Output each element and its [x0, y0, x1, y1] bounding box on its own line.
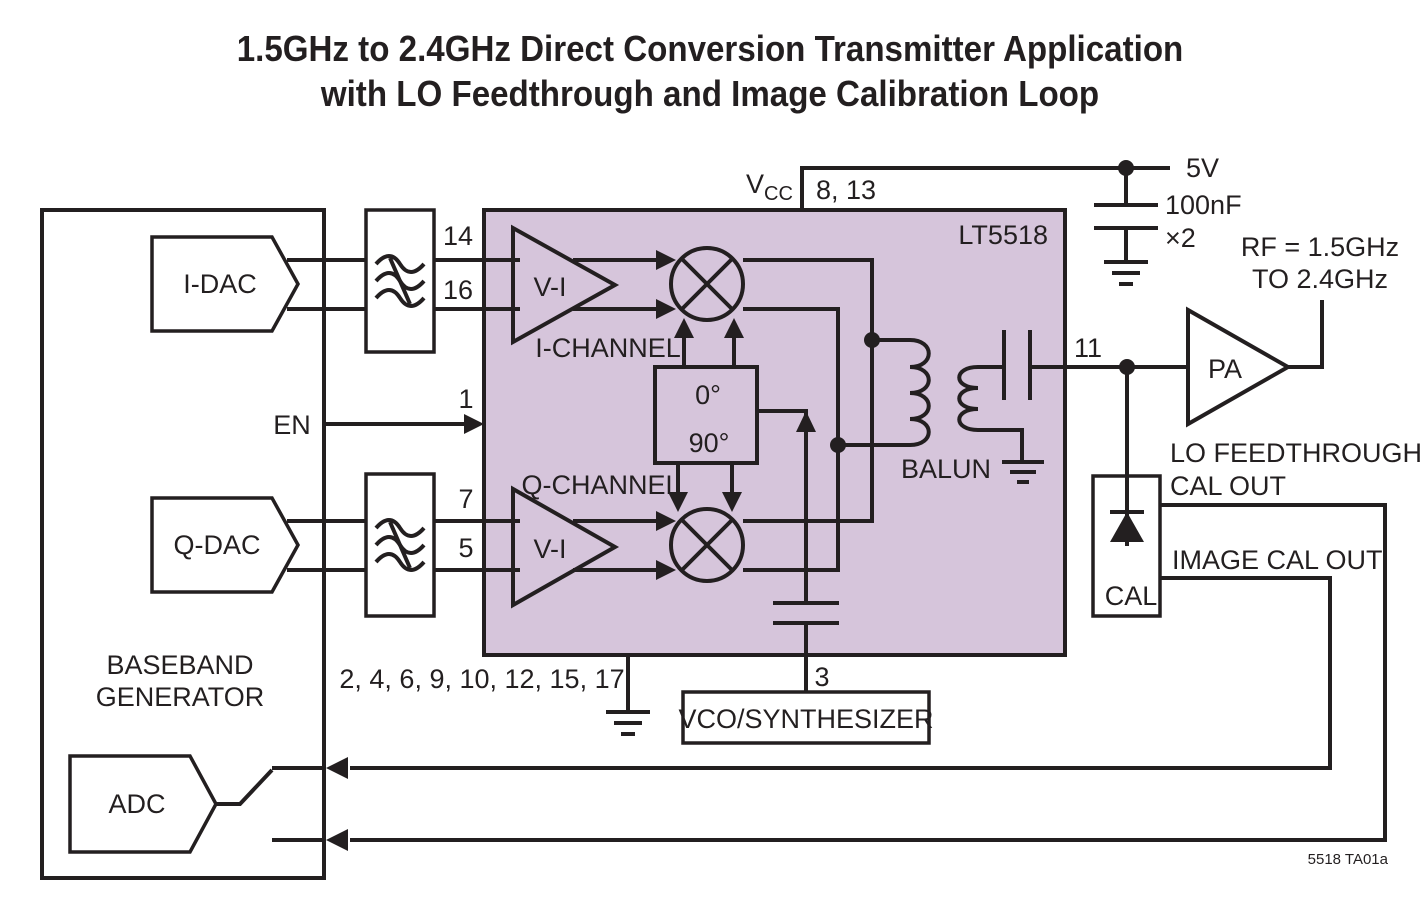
- en-arrow: [464, 414, 484, 434]
- lo-cal-label-line1: LO FEEDTHROUGH: [1170, 438, 1420, 468]
- balun-transformer: [909, 338, 1024, 462]
- adc-label: ADC: [108, 789, 165, 819]
- image-cal-feedback-arrow: [326, 757, 348, 779]
- lo-cal-feedback-wire: [350, 503, 1387, 842]
- figure-id: 5518 TA01a: [1308, 851, 1389, 868]
- lo-arrow-q-left: [668, 492, 688, 512]
- image-cal-feedback-wire: [350, 576, 1332, 770]
- pa-label: PA: [1208, 354, 1242, 384]
- rf-label-line2: TO 2.4GHz: [1252, 264, 1388, 294]
- pin-1-label: 1: [458, 384, 473, 414]
- lo-arrow-q-right: [722, 492, 742, 512]
- i-vi-label: V-I: [533, 272, 566, 302]
- vcc-pins-label: 8, 13: [816, 175, 876, 205]
- vco-synthesizer-block: VCO/SYNTHESIZER: [678, 690, 934, 745]
- supply-label: 5V: [1186, 153, 1219, 183]
- q-mixer: [669, 507, 745, 583]
- cal-label: CAL: [1105, 581, 1158, 611]
- pa-output-wire: [1288, 300, 1324, 369]
- cap-value-label: 100nF: [1165, 190, 1242, 220]
- i-baseband-wires: [287, 258, 520, 311]
- lt5518-chip: [482, 208, 1067, 657]
- chip-label: LT5518: [958, 220, 1048, 250]
- title-line-1: 1.5GHz to 2.4GHz Direct Conversion Trans…: [236, 28, 1184, 69]
- phase-90-label: 90°: [689, 428, 730, 458]
- i-dac-label: I-DAC: [183, 269, 257, 299]
- baseband-generator-block: BASEBAND GENERATOR: [40, 208, 326, 880]
- i-mixer: [669, 246, 745, 322]
- vcc-subscript: CC: [764, 183, 793, 205]
- ground-pins-label: 2, 4, 6, 9, 10, 12, 15, 17: [339, 664, 624, 694]
- decoupling-capacitors: [1094, 168, 1158, 262]
- q-channel-label: Q-CHANNEL: [521, 470, 680, 500]
- rf-label-line1: RF = 1.5GHz: [1241, 232, 1399, 262]
- q-vi-label: V-I: [533, 534, 566, 564]
- q-lowpass-filter: [364, 472, 436, 618]
- pin-7-label: 7: [458, 484, 473, 514]
- image-cal-label: IMAGE CAL OUT: [1172, 545, 1383, 575]
- i-dac-block: I-DAC: [150, 235, 300, 333]
- q-vi-converter: V-I: [511, 485, 620, 609]
- en-label: EN: [273, 410, 311, 440]
- lo-cal-feedback-arrow: [326, 829, 348, 851]
- chip-ground-symbol: [606, 710, 650, 736]
- adc-block: ADC: [68, 754, 218, 854]
- i-mixer-arrow-top: [656, 250, 676, 270]
- q-baseband-wires: [287, 519, 520, 572]
- diagram-title: 1.5GHz to 2.4GHz Direct Conversion Trans…: [0, 26, 1420, 116]
- baseband-label-line2: GENERATOR: [96, 682, 265, 712]
- cal-diode-icon: [1110, 512, 1144, 542]
- i-mixer-arrow-bottom: [656, 299, 676, 319]
- vco-label: VCO/SYNTHESIZER: [678, 704, 933, 734]
- adc-input-switch: [216, 766, 324, 842]
- title-line-2: with LO Feedthrough and Image Calibratio…: [320, 73, 1100, 114]
- q-mixer-arrow-top: [656, 511, 676, 531]
- balun-ground-symbol: [1002, 460, 1044, 484]
- pin-5-label: 5: [458, 533, 473, 563]
- baseband-label-line1: BASEBAND: [106, 650, 253, 680]
- lo-arrow-i-right: [724, 318, 744, 338]
- lo-cal-label-line2: CAL OUT: [1170, 471, 1286, 501]
- cal-detector-block: CAL: [1091, 474, 1162, 618]
- pa-amplifier: PA: [1186, 306, 1293, 428]
- phase-0-label: 0°: [695, 380, 721, 410]
- vcc-label: VCC: [746, 169, 793, 205]
- i-vi-converter: V-I: [511, 224, 620, 346]
- q-dac-label: Q-DAC: [174, 530, 261, 560]
- q-dac-block: Q-DAC: [150, 496, 300, 594]
- pin-11-label: 11: [1074, 333, 1102, 363]
- i-lowpass-filter: [364, 208, 436, 354]
- i-channel-label: I-CHANNEL: [535, 333, 681, 363]
- phase-splitter: 0° 90°: [653, 365, 759, 465]
- pin-16-label: 16: [443, 275, 473, 305]
- cap-count-label: ×2: [1165, 223, 1196, 253]
- vcc-supply-wire: [800, 166, 1170, 210]
- lo-input-arrow: [796, 411, 816, 432]
- q-mixer-arrow-bottom: [656, 560, 676, 580]
- mixer-output-net-a: [743, 258, 874, 523]
- pin-3-label: 3: [814, 662, 829, 692]
- pin-14-label: 14: [443, 221, 473, 251]
- vcc-v: V: [746, 169, 764, 199]
- supply-ground-symbol: [1104, 260, 1148, 286]
- lo-arrow-i-left: [674, 318, 694, 338]
- balun-label: BALUN: [901, 454, 991, 484]
